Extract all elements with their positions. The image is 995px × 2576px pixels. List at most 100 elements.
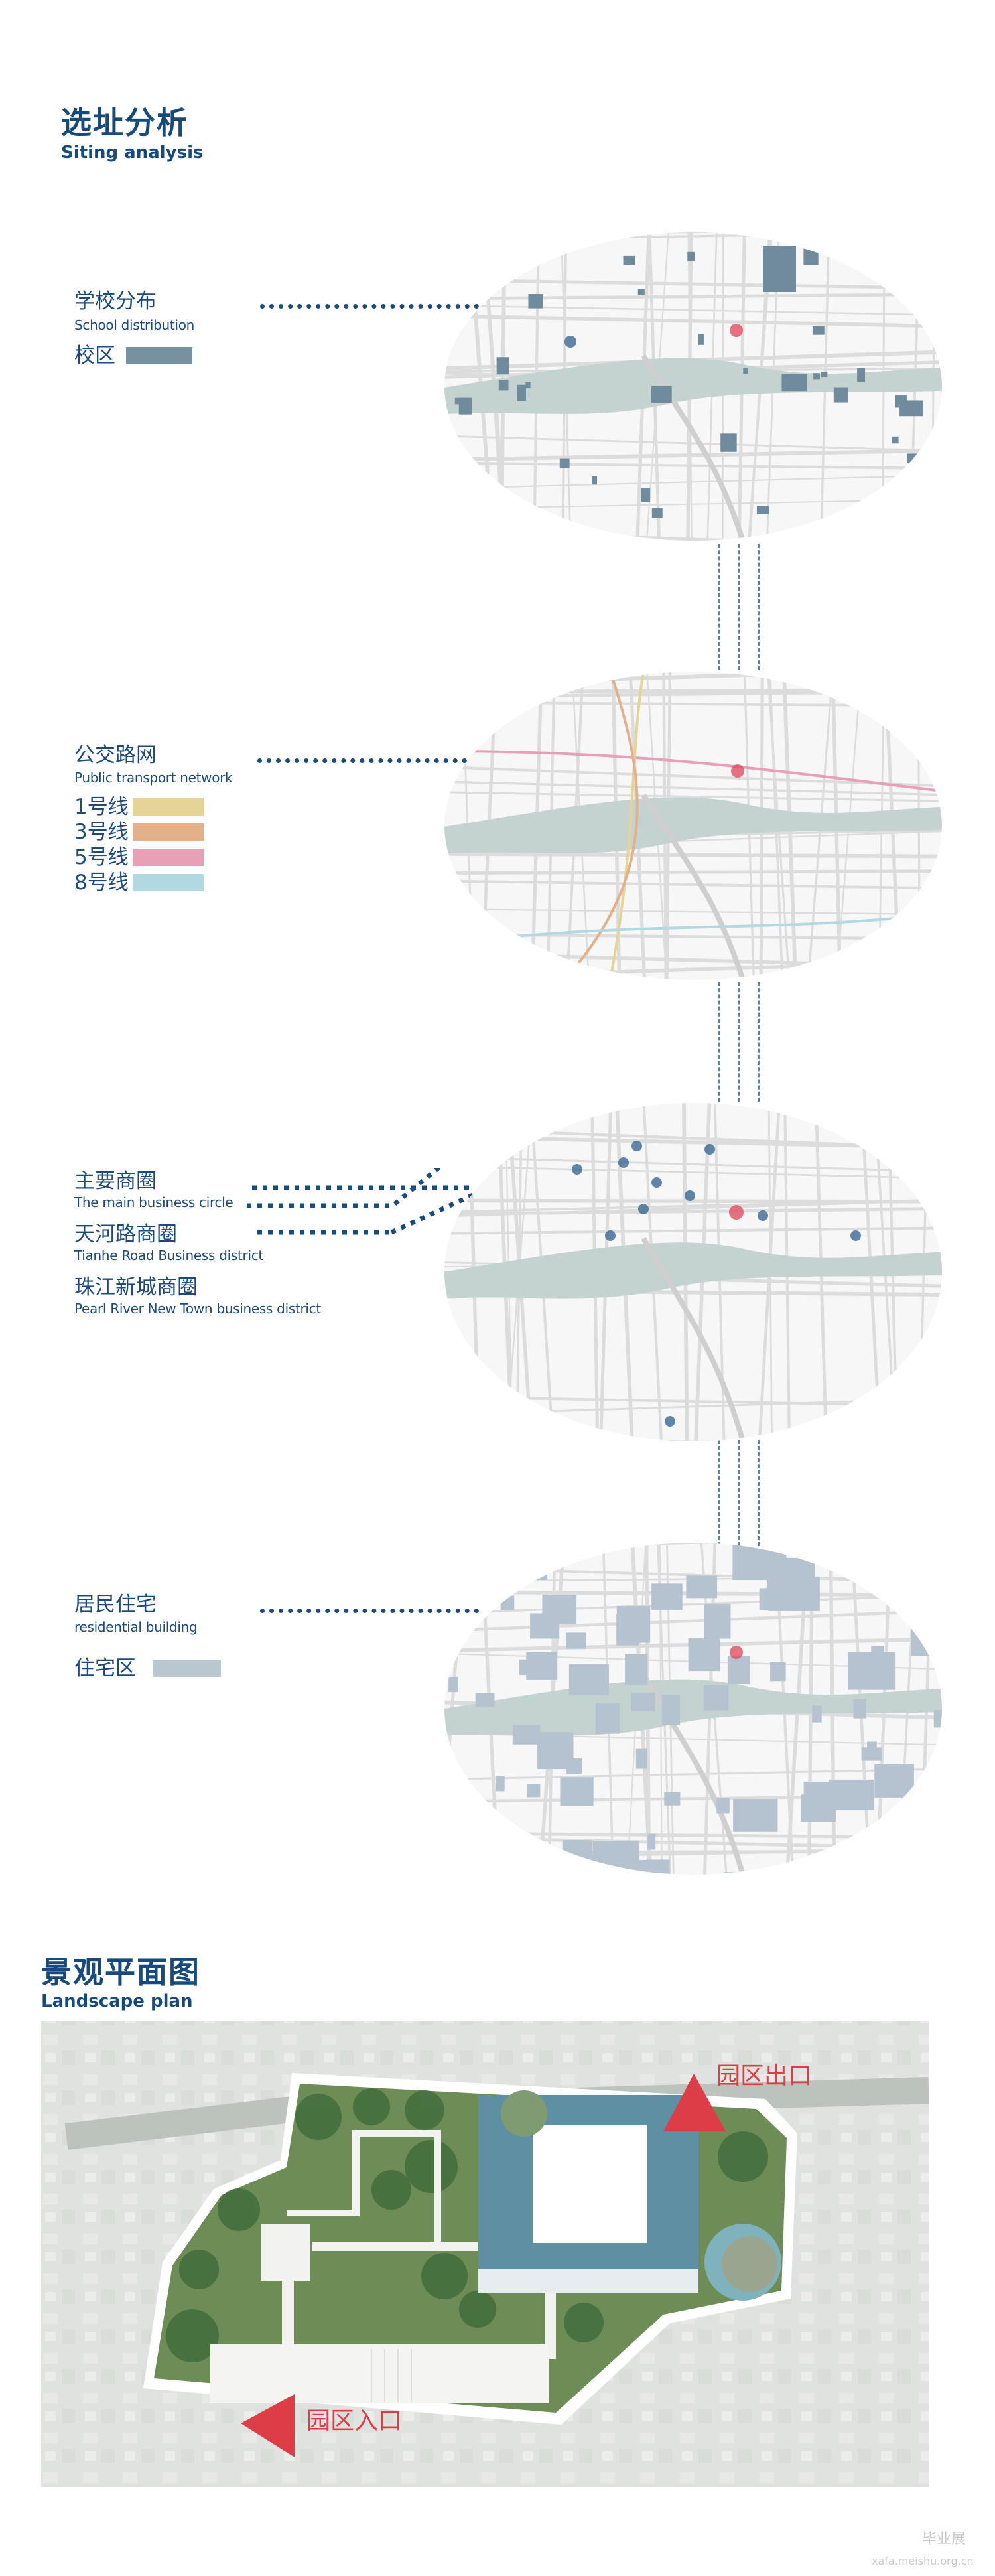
highway: [641, 354, 746, 541]
school-legend-label: 校区: [74, 344, 115, 368]
block: [568, 1664, 609, 1695]
block: [732, 1543, 787, 1581]
block: [803, 248, 819, 265]
block: [498, 1844, 548, 1875]
block: [686, 1575, 718, 1599]
siting-subtitle: Siting analysis: [61, 143, 204, 163]
residential-title: 居民住宅: [74, 1593, 157, 1616]
block: [907, 453, 919, 464]
school-leader-line: [260, 304, 479, 309]
line-8-swatch: [133, 874, 204, 891]
block: [595, 1703, 620, 1734]
block: [833, 387, 848, 403]
block: [631, 1692, 655, 1711]
block: [932, 1817, 942, 1834]
hotspot: [651, 1177, 662, 1188]
business-zhujiang-subtitle: Pearl River New Town business district: [74, 1301, 321, 1317]
block: [527, 1784, 541, 1798]
business-tianhe-title: 天河路商圈: [74, 1222, 177, 1246]
block: [530, 1613, 560, 1639]
watermark-url: xafa.meishu.org.cn: [872, 2555, 974, 2567]
block: [641, 488, 651, 502]
highway: [641, 793, 746, 980]
block: [733, 1799, 778, 1832]
residential-legend-swatch: [153, 1660, 221, 1677]
block: [829, 1779, 874, 1811]
hotspot: [850, 1230, 861, 1241]
connector-line: [718, 1440, 720, 1546]
block: [513, 1547, 547, 1580]
block: [940, 1778, 942, 1813]
block: [625, 1654, 648, 1685]
block: [933, 1709, 942, 1728]
watermark-name: 毕业展: [922, 2531, 966, 2547]
block: [651, 508, 663, 518]
block: [559, 458, 570, 468]
block: [490, 1860, 511, 1875]
block: [496, 357, 509, 375]
landscape-subtitle: Landscape plan: [41, 1991, 193, 2011]
block: [704, 1603, 731, 1639]
connector-line: [718, 982, 720, 1102]
line-8-label: 8号线: [74, 871, 129, 894]
business-zhujiang-title: 珠江新城商圈: [74, 1275, 198, 1299]
block: [743, 368, 748, 374]
block: [592, 476, 598, 485]
block: [651, 1583, 683, 1610]
business-leader-lines: [247, 1168, 476, 1235]
block: [813, 373, 820, 380]
metro-line-5: [444, 750, 942, 792]
trees: [166, 2088, 768, 2362]
block: [496, 1776, 505, 1792]
block: [812, 1705, 822, 1723]
block: [857, 368, 866, 382]
exit-arrow-icon: [663, 2074, 726, 2131]
school-legend-swatch: [126, 347, 192, 364]
business-tianhe-subtitle: Tianhe Road Business district: [74, 1248, 263, 1263]
block: [566, 1854, 612, 1875]
entrance-arrow-icon: [241, 2394, 295, 2457]
block: [637, 289, 645, 295]
block: [646, 1859, 670, 1875]
block: [703, 1685, 729, 1711]
hotspot: [638, 1204, 649, 1214]
block: [458, 397, 472, 415]
block: [498, 380, 509, 391]
block: [512, 1725, 541, 1745]
block: [509, 1553, 527, 1579]
transport-title: 公交路网: [74, 743, 157, 767]
block: [526, 1652, 558, 1680]
connector-line: [758, 982, 760, 1102]
river: [444, 1679, 942, 1735]
block: [922, 1793, 941, 1809]
building-roof: [533, 2125, 647, 2243]
block: [716, 1798, 730, 1814]
block: [500, 1595, 515, 1610]
hotspot: [572, 1164, 582, 1175]
transport-leader-line: [257, 758, 476, 763]
hotspot: [704, 1144, 715, 1155]
block: [553, 1860, 577, 1875]
block: [537, 1732, 574, 1770]
hotspot: [618, 1157, 629, 1168]
school-title: 学校分布: [74, 289, 157, 313]
connector-line: [738, 982, 740, 1102]
block: [651, 386, 672, 403]
block: [874, 1764, 914, 1798]
block: [661, 1695, 681, 1725]
metro-line-8: [510, 916, 909, 938]
connector-line: [758, 544, 760, 670]
block: [528, 294, 543, 309]
hotspot: [730, 324, 743, 337]
block: [525, 382, 531, 389]
block: [452, 1854, 486, 1875]
block: [475, 1693, 495, 1707]
hotspot: [731, 764, 744, 778]
business-main-title: 主要商圈: [74, 1169, 157, 1193]
block: [768, 1576, 820, 1611]
block: [878, 1844, 910, 1873]
entrance-label: 园区入口: [306, 2407, 403, 2435]
business-main-subtitle: The main business circle: [74, 1194, 233, 1210]
line-1-label: 1号线: [74, 795, 129, 819]
siting-title: 选址分析: [61, 105, 188, 141]
